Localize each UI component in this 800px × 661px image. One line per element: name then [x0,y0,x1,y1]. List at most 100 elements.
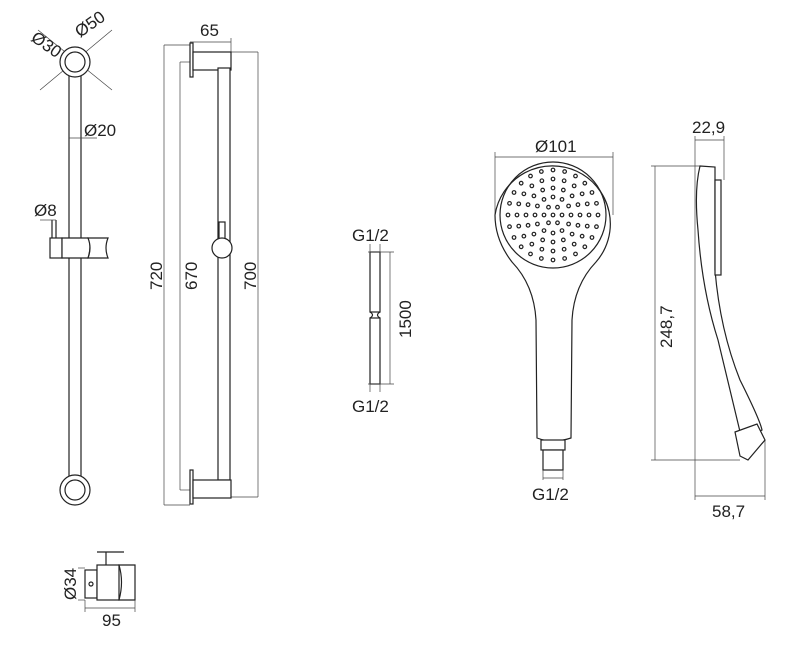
nozzle [535,203,540,209]
nozzle [538,169,544,174]
nozzle [514,212,520,218]
nozzle [594,224,599,230]
nozzle [555,220,560,226]
nozzle [523,212,529,218]
nozzle [559,212,565,218]
nozzle [584,223,590,229]
nozzle [577,212,583,218]
nozzle [518,244,524,250]
nozzle [560,237,566,243]
label-248-7: 248,7 [657,305,676,348]
nozzle [550,176,556,182]
nozzle [584,201,590,207]
nozzle [595,212,601,218]
label-shower-thread: G1/2 [532,485,569,504]
rail-side-view: 65 720 670 700 [147,21,260,506]
nozzle [550,230,556,236]
nozzle [507,224,512,230]
nozzle [586,212,592,218]
holder-detail-view: Ø34 95 [61,551,136,630]
label-dia34: Ø34 [61,568,80,600]
nozzle [566,221,571,227]
nozzle [589,235,595,240]
nozzle [532,212,538,218]
nozzle [561,178,567,184]
hand-shower-side-view: 22,9 248,7 58,7 [651,118,766,521]
nozzle [531,231,537,237]
nozzle [538,256,544,261]
nozzle [516,223,522,229]
nozzle [550,239,556,245]
nozzle [528,251,533,257]
nozzle [540,237,546,243]
label-670: 670 [182,262,201,290]
nozzle [559,197,565,202]
label-720: 720 [147,262,166,290]
nozzle [589,190,595,195]
nozzle [594,200,599,206]
label-22-9: 22,9 [692,118,725,137]
label-dia50: Ø50 [71,7,108,41]
label-dia20: Ø20 [84,121,116,140]
nozzle [546,204,551,210]
nozzle [582,244,588,250]
nozzle [541,212,547,218]
nozzle [571,241,577,247]
label-hose-top-thread: G1/2 [352,226,389,245]
label-65: 65 [200,21,219,40]
nozzle [571,183,577,189]
nozzle [562,169,568,174]
label-95: 95 [102,611,121,630]
nozzle [560,187,566,193]
nozzle [573,173,578,179]
nozzle [550,248,556,254]
nozzle [562,256,568,261]
nozzle [531,193,537,199]
nozzle [529,183,535,189]
nozzle [521,191,527,197]
nozzle [568,212,574,218]
nozzle [561,246,567,252]
nozzle [511,235,517,240]
nozzle [555,204,560,210]
nozzle-pattern [505,167,601,263]
nozzle [521,233,527,239]
nozzle [579,191,585,197]
nozzle [525,202,531,208]
nozzle [541,228,547,233]
nozzle [516,201,522,207]
nozzle [539,246,545,252]
label-1500: 1500 [396,300,415,338]
label-58-7: 58,7 [712,502,745,521]
nozzle [535,221,540,227]
nozzle [507,200,512,206]
nozzle [559,228,565,233]
nozzle [550,194,556,200]
nozzle [546,220,551,226]
nozzle [575,202,581,208]
nozzle [550,257,556,263]
nozzle [550,212,556,218]
nozzle [529,241,535,247]
nozzle [528,173,533,179]
label-dia8: Ø8 [34,201,57,220]
nozzle [550,167,556,173]
nozzle [505,212,511,218]
nozzle [540,187,546,193]
nozzle [518,180,524,186]
nozzle [569,231,575,237]
label-dia101: Ø101 [535,137,577,156]
nozzle [511,190,517,195]
nozzle [541,197,547,202]
nozzle [539,178,545,184]
label-700: 700 [241,262,260,290]
nozzle [579,233,585,239]
rail-front-view: Ø30 Ø50 Ø20 Ø8 [28,7,116,506]
nozzle [569,193,575,199]
hose-view: G1/2 1500 G1/2 [352,226,415,416]
nozzle [582,180,588,186]
hand-shower-front-view: Ø101 G1/2 [494,137,614,504]
nozzle [566,203,571,209]
nozzle [550,185,556,191]
